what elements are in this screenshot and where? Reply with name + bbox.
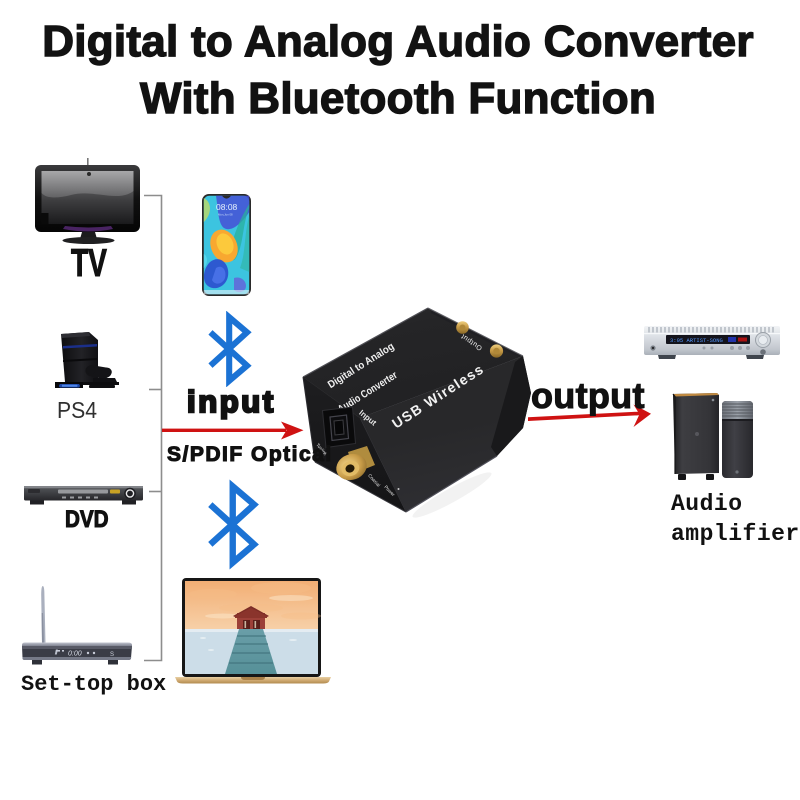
svg-text:0:00: 0:00 (68, 651, 82, 658)
svg-text:S: S (110, 652, 114, 658)
svg-text:3:05 ARTIST-SONG: 3:05 ARTIST-SONG (670, 337, 723, 344)
svg-text:08:08: 08:08 (216, 202, 238, 212)
svg-text:Mon,Jun 08: Mon,Jun 08 (218, 213, 233, 217)
